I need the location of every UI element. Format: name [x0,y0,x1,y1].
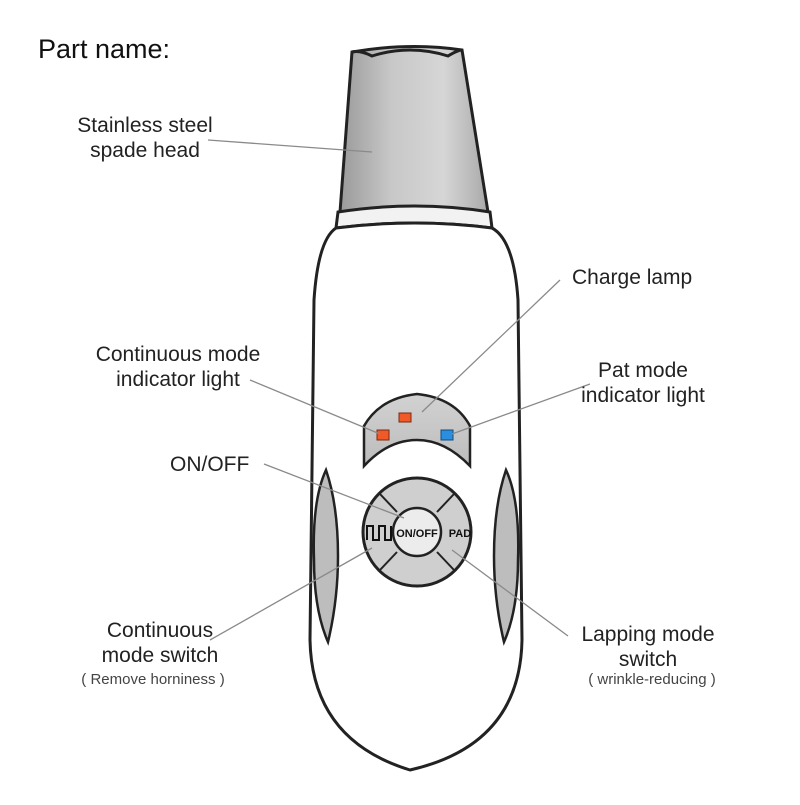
label-continuous-switch-note: ( Remove horniness ) [81,671,225,688]
label-continuous-indicator-line1: Continuous mode [95,343,261,366]
on-off-button-label: ON/OFF [396,528,438,540]
on-off-button[interactable] [391,506,443,558]
label-pat-indicator-line2: indicator light [581,384,705,407]
label-spade-head-line1: Stainless steel [77,114,213,137]
charge-lamp-light [398,412,412,423]
label-spade-head-line2: spade head [90,139,200,162]
label-continuous-indicator: Continuous mode indicator light [80,342,276,392]
label-continuous-switch-line1: Continuous [106,619,214,642]
pad-button-label[interactable]: PAD [449,528,471,540]
square-wave-icon[interactable] [366,525,392,541]
page-title: Part name: [38,34,171,64]
label-spade-head: Stainless steel spade head [60,113,230,163]
label-pat-indicator-line1: Pat mode [598,359,688,382]
label-lapping-switch: Lapping mode switch [562,622,734,672]
indicator-panel [362,392,472,470]
pat-mode-light [440,429,454,441]
label-lapping-switch-note: ( wrinkle-reducing ) [588,671,716,688]
right-grip [492,466,520,646]
label-charge-lamp: Charge lamp [572,266,693,289]
continuous-mode-light [376,429,390,441]
label-on-off: ON/OFF [170,453,250,476]
label-lapping-switch-line2: switch [618,648,678,671]
label-continuous-switch: Continuous mode switch [80,618,240,668]
left-grip [312,466,340,646]
leader-lines [207,139,591,641]
label-lapping-switch-line1: Lapping mode [581,623,715,646]
label-pat-indicator: Pat mode indicator light [568,358,718,408]
spade-head-tip [351,48,463,58]
label-continuous-switch-line2: mode switch [101,644,219,667]
label-continuous-indicator-line2: indicator light [116,368,240,391]
spade-head [338,44,490,214]
